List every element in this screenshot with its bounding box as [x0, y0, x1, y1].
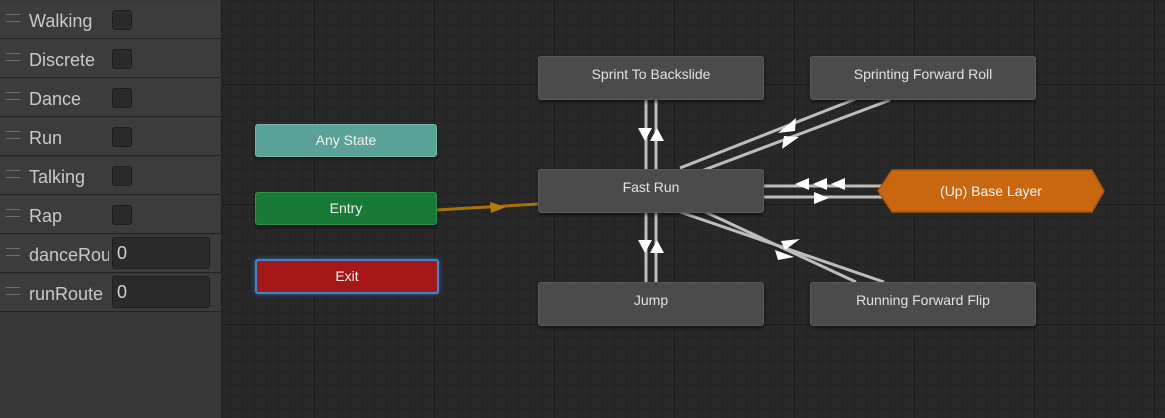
parameter-row-run-route[interactable]: runRoute 0: [0, 274, 221, 312]
exit-node[interactable]: Exit: [255, 259, 439, 294]
entry-node[interactable]: Entry: [255, 192, 437, 225]
base-layer-node[interactable]: (Up) Base Layer: [878, 170, 1104, 212]
entry-transition-line[interactable]: [435, 202, 539, 212]
drag-handle-icon[interactable]: [6, 209, 20, 217]
node-label: Exit: [335, 268, 359, 284]
parameters-panel: Walking Discrete Dance Run Talking Rap d…: [0, 0, 222, 418]
node-label: Running Forward Flip: [856, 292, 990, 308]
node-label: Jump: [633, 292, 669, 308]
transition-arrow-icon: [813, 178, 827, 190]
drag-handle-icon[interactable]: [6, 170, 20, 178]
transition-line[interactable]: [679, 96, 859, 170]
drag-handle-icon[interactable]: [6, 287, 20, 295]
transition-arrow-icon: [638, 240, 652, 253]
drag-handle-icon[interactable]: [6, 92, 20, 100]
parameter-row-walking[interactable]: Walking: [0, 1, 221, 39]
base-layer-node-shape[interactable]: [877, 169, 1105, 213]
transition-arrow-icon: [778, 118, 796, 133]
transition-arrow-icon: [775, 250, 794, 260]
state-node-jump[interactable]: Jump: [538, 282, 764, 326]
state-node-sprinting-forward-roll[interactable]: Sprinting Forward Roll: [810, 56, 1036, 100]
node-label: (Up) Base Layer: [940, 183, 1042, 199]
parameter-row-dance[interactable]: Dance: [0, 79, 221, 117]
transition-arrow-icon: [650, 128, 664, 141]
node-label: Entry: [329, 200, 363, 216]
any-state-node[interactable]: Any State: [255, 124, 437, 157]
parameter-int-field[interactable]: 0: [112, 237, 210, 269]
node-label: Sprint To Backslide: [591, 66, 711, 82]
transition-arrow-icon: [814, 192, 829, 204]
transition-arrow-icon: [781, 239, 800, 250]
state-node-fast-run[interactable]: Fast Run: [538, 169, 764, 213]
node-label: Any State: [315, 132, 377, 148]
transition-arrow-icon: [795, 178, 809, 190]
parameter-row-dance-routine[interactable]: danceRoutine 0: [0, 235, 221, 273]
parameter-name[interactable]: Discrete: [29, 50, 96, 70]
parameter-checkbox[interactable]: [112, 10, 132, 30]
drag-handle-icon[interactable]: [6, 14, 20, 22]
transition-arrow-icon: [831, 178, 845, 190]
parameter-checkbox[interactable]: [112, 205, 132, 225]
parameter-name[interactable]: Run: [29, 128, 63, 148]
transition-line[interactable]: [687, 202, 857, 284]
parameter-row-discrete[interactable]: Discrete: [0, 40, 221, 78]
transition-lines: [435, 96, 1105, 284]
state-node-running-forward-flip[interactable]: Running Forward Flip: [810, 282, 1036, 326]
parameter-name[interactable]: Rap: [29, 206, 63, 226]
parameter-row-rap[interactable]: Rap: [0, 196, 221, 234]
parameter-checkbox[interactable]: [112, 127, 132, 147]
parameter-checkbox[interactable]: [112, 49, 132, 69]
transition-arrow-icon: [650, 240, 664, 253]
parameter-checkbox[interactable]: [112, 88, 132, 108]
parameter-row-talking[interactable]: Talking: [0, 157, 221, 195]
drag-handle-icon[interactable]: [6, 248, 20, 256]
parameter-name[interactable]: danceRoutine: [29, 245, 109, 265]
parameter-int-field[interactable]: 0: [112, 276, 210, 308]
transition-arrow-icon: [782, 136, 799, 149]
animator-graph[interactable]: Any State Entry Exit Sprint To Backslide…: [222, 0, 1165, 418]
parameter-name[interactable]: Walking: [29, 11, 93, 31]
state-node-sprint-to-backslide[interactable]: Sprint To Backslide: [538, 56, 764, 100]
transition-arrow-icon: [490, 202, 506, 213]
node-label: Fast Run: [622, 179, 680, 195]
drag-handle-icon[interactable]: [6, 131, 20, 139]
parameter-name[interactable]: Talking: [29, 167, 86, 187]
transition-arrow-icon: [638, 128, 652, 141]
drag-handle-icon[interactable]: [6, 53, 20, 61]
parameter-name[interactable]: runRoute: [29, 284, 104, 304]
parameter-row-run[interactable]: Run: [0, 118, 221, 156]
node-label: Sprinting Forward Roll: [853, 66, 993, 82]
parameter-checkbox[interactable]: [112, 166, 132, 186]
parameter-name[interactable]: Dance: [29, 89, 82, 109]
